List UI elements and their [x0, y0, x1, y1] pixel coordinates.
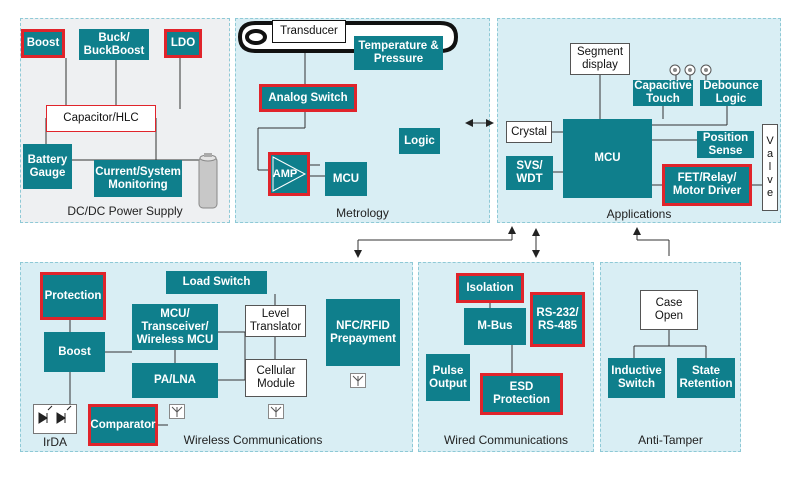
- ldo-block: LDO: [164, 29, 202, 58]
- applications-mcu-block: MCU: [563, 119, 652, 198]
- fet-relay-motor-driver-block: FET/Relay/ Motor Driver: [662, 164, 752, 206]
- mbus-block: M-Bus: [464, 308, 526, 345]
- capacitor-hlc-block: Capacitor/HLC: [46, 105, 156, 132]
- diode-icon: [33, 404, 77, 434]
- transducer-block: Transducer: [272, 20, 346, 43]
- wireless-panel-caption: Wireless Communications: [183, 433, 323, 447]
- svs-wdt-block: SVS/ WDT: [506, 156, 553, 190]
- esd-protection-block: ESD Protection: [480, 373, 563, 415]
- power-panel-caption: DC/DC Power Supply: [67, 204, 183, 218]
- metrology-mcu-block: MCU: [325, 162, 367, 196]
- amp-block: AMP: [268, 152, 310, 196]
- position-sense-block: Position Sense: [697, 131, 754, 158]
- antenna-icon: [350, 373, 366, 388]
- wired-panel-caption: Wired Communications: [443, 433, 569, 447]
- antenna-icon: [169, 404, 185, 419]
- segment-display-block: Segment display: [570, 43, 630, 75]
- applications-panel-caption: Applications: [606, 207, 672, 221]
- boost-block: Boost: [21, 29, 65, 58]
- debounce-logic-block: Debounce Logic: [700, 80, 762, 106]
- cellular-module-block: Cellular Module: [245, 359, 307, 397]
- metrology-panel-caption: Metrology: [336, 206, 389, 220]
- load-switch-block: Load Switch: [166, 271, 267, 294]
- current-monitoring-block: Current/System Monitoring: [94, 160, 182, 197]
- tamper-panel-caption: Anti-Tamper: [638, 433, 703, 447]
- battery-icon: [198, 153, 218, 209]
- valve-block: V a l v e: [762, 124, 778, 211]
- wireless-boost-block: Boost: [44, 332, 105, 372]
- buck-buckboost-block: Buck/ BuckBoost: [79, 29, 149, 60]
- button-icons: [669, 64, 712, 76]
- analog-switch-block: Analog Switch: [259, 84, 357, 112]
- comparator-block: Comparator: [88, 404, 158, 446]
- temperature-pressure-block: Temperature & Pressure: [354, 36, 443, 70]
- level-translator-block: Level Translator: [245, 305, 306, 337]
- capacitive-touch-block: Capacitive Touch: [633, 80, 693, 106]
- pa-lna-block: PA/LNA: [132, 363, 218, 398]
- rs232-rs485-block: RS-232/ RS-485: [530, 292, 585, 347]
- protection-block: Protection: [40, 272, 106, 320]
- state-retention-block: State Retention: [677, 358, 735, 398]
- case-open-block: Case Open: [640, 290, 698, 330]
- pulse-output-block: Pulse Output: [426, 354, 470, 401]
- inductive-switch-block: Inductive Switch: [608, 358, 665, 398]
- antenna-icon: [268, 404, 284, 419]
- wireless-mcu-block: MCU/ Transceiver/ Wireless MCU: [132, 304, 218, 350]
- nfc-rfid-block: NFC/RFID Prepayment: [326, 299, 400, 366]
- crystal-block: Crystal: [506, 121, 552, 143]
- isolation-block: Isolation: [456, 273, 524, 303]
- logic-block: Logic: [399, 128, 440, 154]
- irda-label: IrDA: [43, 435, 67, 449]
- battery-gauge-block: Battery Gauge: [23, 144, 72, 189]
- amp-triangle-icon: [272, 156, 307, 192]
